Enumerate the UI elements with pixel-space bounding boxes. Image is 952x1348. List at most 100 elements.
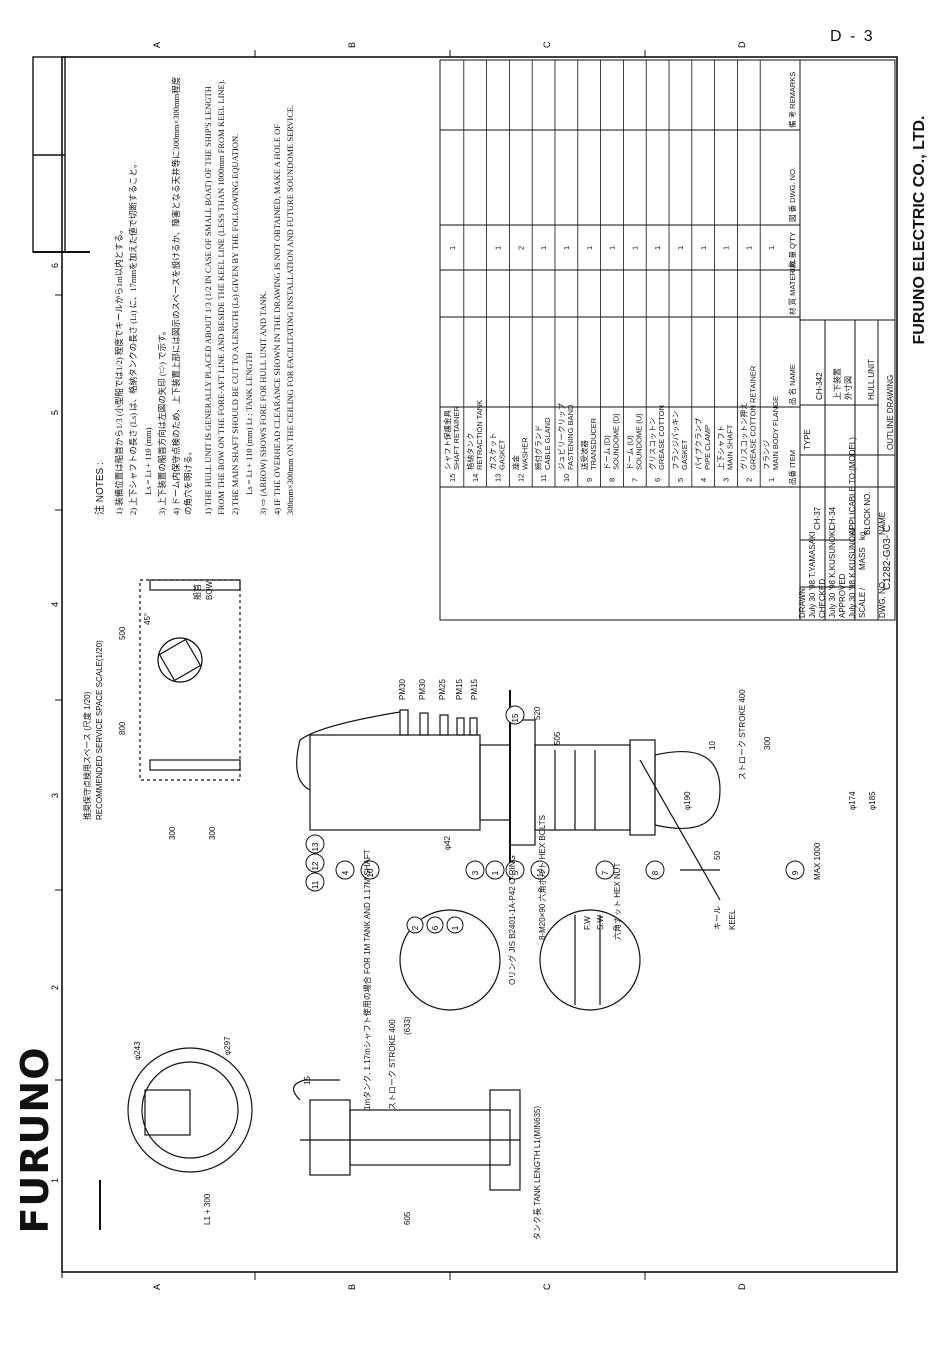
dim-300: 300 [763,736,772,750]
callout-10: 10 [366,868,375,877]
grid-number-4: 4 [50,602,60,607]
callout-1: 1 [491,870,500,875]
note-jp-4: 3) 上下装置の船首方向は左図の矢印 (⇨) で示す。 [156,326,167,515]
part-name-en: SOUNDOME (D) [612,413,621,470]
dim-633: (633) [403,1016,412,1035]
title-drawn-value: July 30 '98 T.YAMASAKI [808,531,817,618]
part-qty: 1 [585,246,594,250]
title-appl-label: APPLICABLE TO;(MODEL) [848,437,857,535]
grid-number-5: 5 [50,410,60,415]
title-name-label: NAME [878,512,887,535]
dim-pm2: PM30 [418,679,427,700]
revision-box [32,56,90,253]
callout-5: 5 [511,870,520,875]
callout-3: 3 [471,870,480,875]
grid-number-6: 6 [50,263,60,268]
label-oring: Oリング JIS B2401-1A-P42 O-RING [507,855,517,985]
upper-motor-body [309,734,481,831]
part-name-en: FASTENING BAND [566,404,575,470]
note-en-5: 4) IF THE OVERHEAD CLEARANCE SHOWN IN TH… [272,104,295,515]
part-name-jp: ガスケット [488,433,498,471]
dim-phi297: φ297 [223,1036,232,1055]
title-scale-label: SCALE [858,592,867,618]
part-qty: 1 [653,246,662,250]
part-item-number: 4 [699,478,708,482]
page-code: D - 3 [830,28,875,45]
dim-l1-300: L1 + 300 [203,1193,212,1225]
dim-max1000: MAX 1000 [813,842,822,880]
service-space-title-jp: 推奨保守点検用スペース (尺度 1/20) [82,691,92,820]
title-checked-value: July 30 '98 K.KUSUNOKI [828,528,837,618]
callout-6: 6 [431,925,440,930]
part-name-en: MAIN BODY FLANGE [771,396,780,470]
header-qty: 数 量 Q'TY [787,232,797,268]
notes-block: 注 NOTES : 1) 装備位置は船首から1/3 (小型船では1/2) 程度で… [95,75,435,515]
label-keel-jp: キール [713,906,722,930]
header-name: 品 名 NAME [787,364,797,405]
part-name-jp: ドーム (D) [603,435,612,470]
part-qty: 1 [744,246,753,250]
label-fw: F.W [583,916,592,930]
note-1m-tank: 1mタンク, 1.17mシャフト使用の場合 FOR 1M TANK AND 1.… [362,849,372,1110]
hull-unit-drawing [99,579,721,1230]
service-bow: BOW [205,580,214,600]
label-hex-bolts: 8-M20×90 六角ボルト HEX BOLTS [537,815,547,940]
title-type-value: CH-342 [815,372,824,400]
part-item-number: 10 [562,474,571,482]
note-jp-1: 1) 装備位置は船首から1/3 (小型船では1/2) 程度でキールから1m以内と… [114,225,125,515]
title-appl-value1: CH-37 [813,506,822,530]
part-qty: 1 [722,246,731,250]
label-sw: S.W [596,914,605,930]
title-scale-value: / [858,587,867,590]
dim-stroke-top: ストローク STROKE 400 [738,689,747,780]
title-block-label: BLOCK NO. [863,491,872,535]
title-mass-label: MASS [858,547,867,570]
callouts [305,705,805,934]
dim-520: 520 [533,706,542,720]
part-item-number: 9 [585,478,594,482]
part-name-jp: ドーム (U) [625,435,634,470]
title-mass-unit: kg [858,532,867,540]
dim-phi42: φ42 [443,835,452,850]
title-drawn-label: DRAWN [798,588,807,618]
grid-letter-d-bottom: D [737,1283,747,1290]
parts-table [439,59,896,621]
dim-phi190: φ190 [683,791,692,810]
title-model-jp: 上下装置 [832,368,842,400]
dim-pm3: PM25 [438,679,447,700]
part-name-jp: 座金 [510,455,520,470]
part-name-jp: シャフト保護金具 [442,410,452,470]
grid-number-2: 2 [50,985,60,990]
callout-13: 13 [311,842,320,851]
service-dim-500: 500 [118,626,127,640]
callout-14: 14 [536,868,545,877]
label-hex-nut: 六角ナット HEX NUT [612,863,622,940]
callout-8: 8 [651,870,660,875]
callout-9: 9 [791,870,800,875]
part-qty: 1 [767,246,776,250]
part-name-en: CABLE GLAND [543,417,552,470]
dim-phi174: φ174 [848,791,857,810]
service-dim-300a: 300 [168,826,177,840]
note-jp-3: Ls = Lt + 110 (mm) [142,427,153,495]
part-item-number: 7 [630,478,639,482]
part-name-en: GREASE COTTON RETAINER [748,365,757,470]
part-name-en: MAIN SHAFT [726,424,735,470]
part-item-number: 2 [744,478,753,482]
service-space-title: RECOMMENDED SERVICE SPACE SCALE(1/20) [95,640,104,820]
part-item-number: 5 [676,478,685,482]
dim-pm4: PM15 [455,679,464,700]
title-name: HULL UNIT [867,359,876,400]
header-material: 材 質 MATERIAL [787,259,797,315]
title-name-jp: 外寸図 [843,376,853,400]
part-name-jp: ジュビリークリップ [557,403,566,470]
dim-pm1: PM30 [398,679,407,700]
part-name-en: GASKET [498,439,507,470]
part-name-jp: 格納タンク [465,433,475,471]
part-qty: 1 [562,246,571,250]
dim-phi185: φ185 [868,791,877,810]
grid-number-3: 3 [50,793,60,798]
part-name-en: GASKET [680,439,689,470]
part-name-jp: 締付グランド [533,425,543,470]
part-qty: 1 [494,246,503,250]
